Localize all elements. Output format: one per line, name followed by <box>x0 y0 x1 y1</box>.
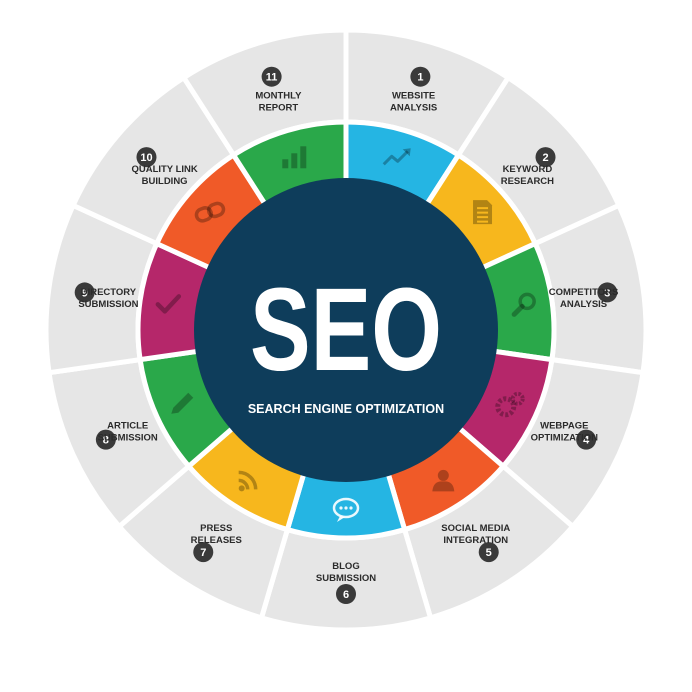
step-label-line1: WEBSITE <box>392 91 435 102</box>
center-circle <box>194 178 498 482</box>
step-label-line2: BUILDING <box>142 176 188 187</box>
step-number: 6 <box>343 589 349 601</box>
pencil-icon <box>171 392 194 414</box>
step-number: 11 <box>266 72 278 84</box>
step-label-line1: MONTHLY <box>255 91 302 102</box>
step-label-line2: ANALYSIS <box>560 299 607 310</box>
step-label-line2: RESEARCH <box>501 176 554 187</box>
step-label-line2: INTEGRATION <box>443 535 508 546</box>
step-number-badge <box>336 584 356 604</box>
step-label-line1: QUALITY LINK <box>131 164 197 175</box>
chain-link-icon <box>194 201 226 223</box>
step-label-line1: ARTICLE <box>107 421 148 432</box>
rss-icon <box>238 470 258 492</box>
step-label-line1: BLOG <box>332 561 359 572</box>
step-labels: 1WEBSITEANALYSIS2KEYWORDRESEARCH3COMPETI… <box>74 66 619 604</box>
step-label-line2: SUBMISSION <box>98 433 158 444</box>
center-title: SEO <box>250 264 442 396</box>
step-label-line1: COMPETITORS <box>549 287 619 298</box>
step-label-line1: SOCIAL MEDIA <box>441 523 510 534</box>
step-label-line2: OPTIMIZATION <box>531 433 599 444</box>
step-number-badge <box>95 429 116 450</box>
step-number-badge <box>597 282 618 303</box>
step-label-line1: KEYWORD <box>503 164 553 175</box>
step-label-line1: PRESS <box>200 523 232 534</box>
step-label-line2: SUBMISSION <box>78 299 138 310</box>
step-number: 8 <box>103 435 109 447</box>
trend-line-icon <box>382 148 411 166</box>
step-number: 1 <box>417 72 423 84</box>
step-icons <box>155 146 536 522</box>
step-number: 7 <box>200 547 206 559</box>
step-label-line2: RELEASES <box>191 535 242 546</box>
person-icon <box>432 469 455 492</box>
speech-bubble-icon <box>332 497 360 522</box>
step-number: 10 <box>140 152 152 164</box>
checkmark-icon <box>155 294 182 314</box>
step-label-line2: REPORT <box>259 103 299 114</box>
document-icon <box>473 200 493 225</box>
step-number: 3 <box>604 287 610 299</box>
magnifier-icon <box>511 292 536 317</box>
step-label-line2: ANALYSIS <box>390 103 437 114</box>
step-number-badge <box>193 542 214 563</box>
step-label-line2: SUBMISSION <box>316 573 376 584</box>
bar-chart-icon <box>282 146 307 169</box>
color-ring <box>135 119 557 541</box>
step-number: 4 <box>583 435 590 447</box>
step-label-line1: DIRECTORY <box>81 287 137 298</box>
step-number: 5 <box>486 547 492 559</box>
step-number-badge <box>535 147 556 168</box>
step-number-badge <box>74 282 95 303</box>
step-number-badge <box>136 147 157 168</box>
step-number-badge <box>261 66 282 87</box>
step-number-badge <box>478 542 499 563</box>
step-number-badge <box>410 66 431 87</box>
step-label-line1: WEBPAGE <box>540 421 588 432</box>
step-number: 9 <box>82 287 88 299</box>
gears-icon <box>495 391 525 418</box>
center-subtitle: SEARCH ENGINE OPTIMIZATION <box>248 402 444 416</box>
step-number: 2 <box>542 152 548 164</box>
step-number-badge <box>576 429 597 450</box>
